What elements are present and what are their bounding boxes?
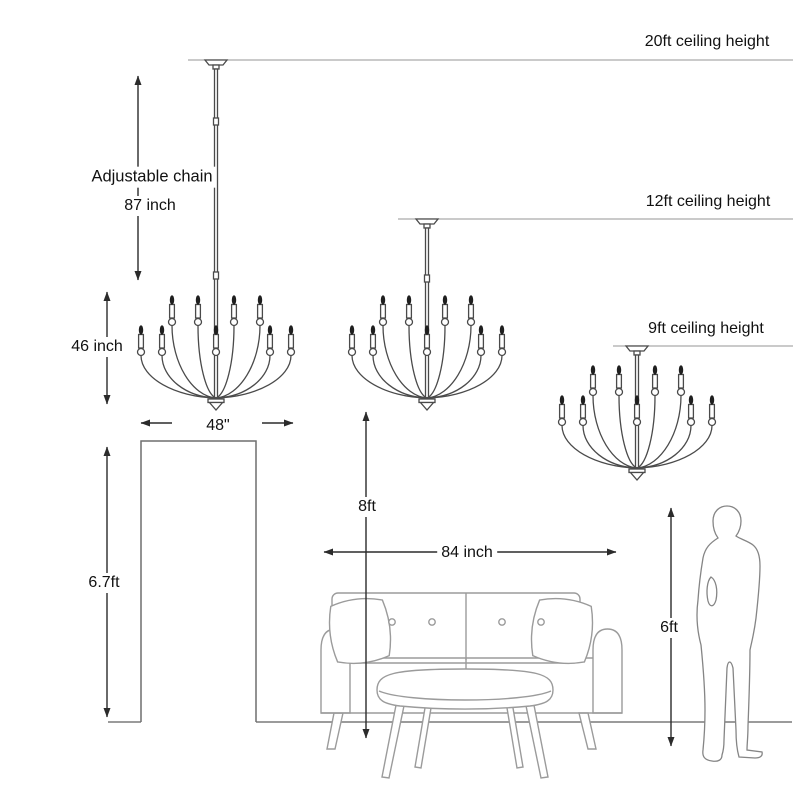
table-front-right-leg xyxy=(524,699,549,779)
table-back-right-leg xyxy=(505,701,524,769)
label-20ft-ceiling: 20ft ceiling height xyxy=(640,32,774,52)
canopy-9ft xyxy=(624,345,650,352)
label-sofa-width: 84 inch xyxy=(437,543,497,563)
table-front-left-leg xyxy=(381,699,406,779)
chandelier-12ft xyxy=(349,218,506,410)
label-fixture-height: 46 inch xyxy=(67,337,127,357)
table-back-left-leg xyxy=(414,701,433,769)
person-silhouette xyxy=(696,505,763,762)
chandelier-20ft xyxy=(138,59,295,410)
coffee-table-illustration xyxy=(376,668,554,779)
sofa-right-leg xyxy=(578,712,597,750)
canopy-12ft xyxy=(414,218,440,225)
chandelier-9ft xyxy=(559,345,716,480)
sofa-right-arm xyxy=(592,628,623,714)
sofa-left-leg xyxy=(326,712,344,750)
table-top xyxy=(376,668,554,710)
label-door-height: 6.7ft xyxy=(84,573,124,593)
label-clearance-height: 8ft xyxy=(354,497,380,517)
door-outline xyxy=(140,440,257,722)
label-9ft-ceiling: 9ft ceiling height xyxy=(644,319,768,339)
canopy-20ft xyxy=(203,59,229,66)
sofa-illustration xyxy=(320,592,623,750)
label-person-height: 6ft xyxy=(656,618,682,638)
person-arm-gap xyxy=(706,576,718,607)
sofa-left-pillow xyxy=(328,597,392,665)
label-adjustable-chain: Adjustable chain xyxy=(87,166,217,188)
sofa-right-pillow xyxy=(530,597,594,665)
label-chain-length: 87 inch xyxy=(120,196,180,216)
label-12ft-ceiling: 12ft ceiling height xyxy=(641,192,775,212)
label-fixture-width: 48" xyxy=(202,416,234,436)
downrod-12ft xyxy=(424,227,430,399)
